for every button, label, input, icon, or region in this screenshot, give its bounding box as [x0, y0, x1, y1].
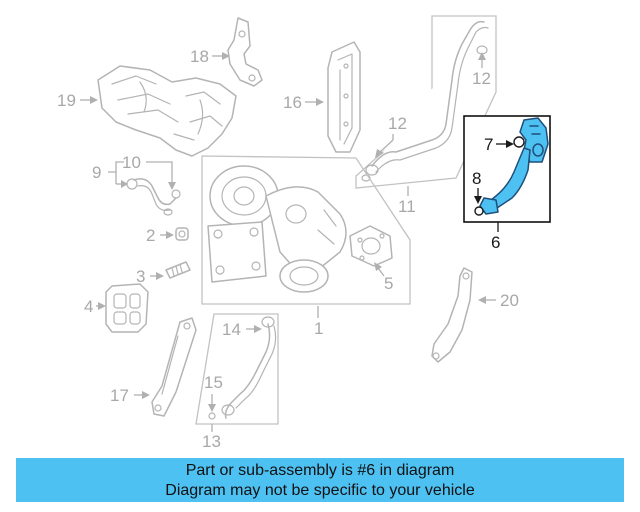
- svg-text:17: 17: [110, 386, 129, 405]
- part-6-highlighted-box: [463, 115, 551, 223]
- svg-text:12: 12: [388, 114, 407, 133]
- part-5-flange: [349, 225, 393, 267]
- callout-15: 15: [204, 373, 223, 412]
- svg-text:5: 5: [384, 274, 393, 293]
- svg-text:1: 1: [314, 319, 323, 338]
- callout-16: 16: [283, 93, 324, 112]
- callout-8: 8: [472, 169, 482, 204]
- callout-17: 17: [110, 386, 150, 405]
- callout-7: 7: [484, 135, 514, 154]
- svg-text:16: 16: [283, 93, 302, 112]
- callout-5: 5: [374, 262, 393, 293]
- callout-19: 19: [57, 91, 98, 110]
- part-1-turbocharger: [201, 155, 411, 305]
- svg-text:13: 13: [202, 432, 221, 451]
- part-17-bracket: [151, 317, 197, 417]
- callout-1: 1: [314, 306, 323, 338]
- part-18-bracket: [227, 17, 263, 87]
- part-19-heat-shield: [97, 65, 237, 157]
- svg-text:12: 12: [472, 69, 491, 88]
- part-3-stud: [165, 261, 191, 279]
- callout-20: 20: [478, 291, 519, 310]
- part-7-o-ring: [513, 136, 525, 148]
- svg-text:20: 20: [500, 291, 519, 310]
- callout-12-lower: 12: [375, 114, 407, 158]
- callout-6: 6: [491, 222, 500, 252]
- svg-text:4: 4: [84, 297, 93, 316]
- banner-line-1: Part or sub-assembly is #6 in diagram: [185, 462, 455, 479]
- part-11-oil-line-box: [355, 15, 497, 189]
- callout-9-10: 9 10: [92, 153, 176, 190]
- callout-18: 18: [190, 47, 230, 66]
- part-2-nut: [175, 227, 189, 241]
- svg-text:19: 19: [57, 91, 76, 110]
- svg-text:15: 15: [204, 373, 223, 392]
- callout-13: 13: [202, 424, 221, 451]
- svg-text:6: 6: [491, 233, 500, 252]
- part-4-gasket: [105, 283, 149, 333]
- part-6-oil-line-highlighted[interactable]: [479, 117, 549, 215]
- callout-12-upper: 12: [472, 52, 491, 88]
- part-8-o-ring: [474, 206, 484, 216]
- svg-text:14: 14: [222, 320, 241, 339]
- svg-text:9: 9: [92, 163, 101, 182]
- svg-text:7: 7: [484, 135, 493, 154]
- part-16-shield: [327, 41, 361, 153]
- callout-11: 11: [398, 186, 416, 216]
- svg-text:18: 18: [190, 47, 209, 66]
- banner-line-2: Diagram may not be specific to your vehi…: [165, 482, 475, 499]
- part-13-return-line: [195, 313, 279, 425]
- part-20-bracket: [431, 267, 473, 363]
- svg-text:10: 10: [122, 153, 141, 172]
- svg-text:3: 3: [136, 267, 145, 286]
- svg-text:2: 2: [146, 226, 155, 245]
- svg-text:8: 8: [472, 169, 481, 188]
- svg-text:11: 11: [398, 197, 416, 216]
- callout-4: 4: [84, 297, 106, 316]
- callout-2: 2: [146, 226, 174, 245]
- callout-14: 14: [222, 320, 262, 339]
- callout-3: 3: [136, 267, 164, 286]
- info-banner: Part or sub-assembly is #6 in diagram Di…: [16, 458, 624, 502]
